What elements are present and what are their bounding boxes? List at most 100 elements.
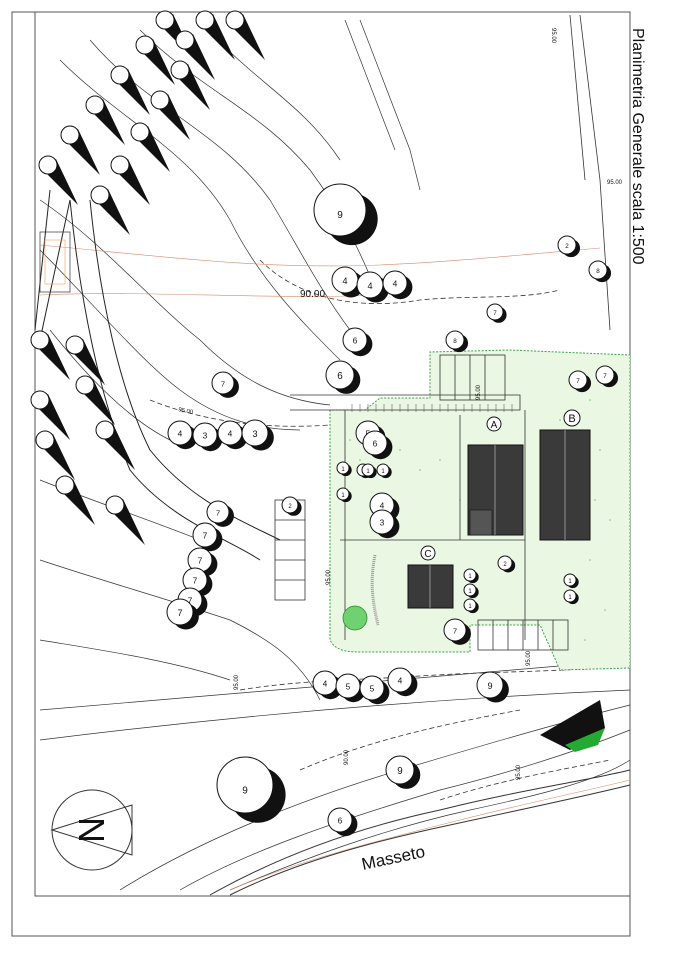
paved-areas — [274, 354, 569, 651]
building-marker-b: B — [563, 409, 581, 427]
tree: 1 — [463, 568, 479, 584]
tree-species-number: 7 — [177, 608, 182, 618]
tree-crown — [167, 420, 193, 446]
conifer-crown — [150, 90, 170, 110]
svg-text:C: C — [424, 549, 431, 560]
tree-species-number: 7 — [576, 378, 580, 385]
tree: 6 — [362, 430, 393, 460]
tree-crown — [325, 360, 355, 390]
tree-crown — [557, 235, 577, 255]
tree: 1 — [563, 589, 579, 605]
conifer-tree — [195, 10, 235, 60]
conifer-crown — [35, 430, 55, 450]
tree-species-number: 4 — [367, 281, 372, 291]
tree-crown — [568, 370, 588, 390]
tree: 3 — [192, 422, 223, 452]
tree: 1 — [336, 461, 352, 477]
tree-crown — [206, 500, 230, 524]
tree-species-number: 1 — [381, 469, 385, 475]
dashed-contours — [149, 259, 611, 801]
conifer-crown — [65, 335, 85, 355]
conifer-crown — [85, 95, 105, 115]
tree: 6 — [327, 807, 358, 837]
tree: 7 — [211, 371, 239, 398]
conifer-crown — [95, 420, 115, 440]
tree-species-number: 2 — [288, 504, 292, 510]
trees: 9444667434377777756432728874554969921111… — [166, 183, 619, 837]
tree-crown — [463, 598, 477, 612]
conifer-tree — [170, 60, 210, 110]
conifer-crown — [195, 10, 215, 30]
conifer-tree — [110, 155, 150, 205]
site-boundary — [569, 14, 611, 331]
conifer-crown — [175, 30, 195, 50]
conifer-crown — [110, 155, 130, 175]
conifer-tree — [175, 30, 215, 80]
tree-species-number: 1 — [468, 589, 472, 595]
building-c[interactable] — [407, 564, 454, 609]
tree-crown — [369, 509, 395, 535]
building-marker-c: C — [420, 545, 436, 561]
tree-species-number: 1 — [341, 493, 345, 499]
conifer-crown — [135, 35, 155, 55]
conifer-crown — [75, 375, 95, 395]
conifer-crown — [170, 60, 190, 80]
tree-species-number: 4 — [342, 276, 347, 286]
tree-species-number: 2 — [565, 243, 569, 250]
tree: 3 — [241, 419, 274, 451]
conifer-tree — [135, 35, 175, 85]
tree: 1 — [463, 583, 479, 599]
conifer-tree — [60, 125, 100, 175]
tree-crown — [595, 365, 615, 385]
tree-crown — [327, 807, 353, 833]
tree-species-number: 7 — [493, 311, 497, 317]
building-a[interactable] — [467, 444, 524, 536]
conifer-crown — [130, 122, 150, 142]
tree-crown — [588, 260, 608, 280]
conifer-tree — [65, 335, 105, 385]
tree: 7 — [443, 618, 471, 645]
tree-crown — [313, 183, 367, 237]
tree-crown — [192, 422, 218, 448]
tree: 4 — [356, 271, 389, 303]
tree: 1 — [361, 463, 377, 479]
tree-crown — [443, 618, 467, 642]
north-arrow: N — [50, 789, 133, 871]
conifer-crown — [30, 390, 50, 410]
tree-species-number: 9 — [487, 681, 492, 691]
hedge-green — [565, 728, 605, 752]
tree-crown — [336, 487, 350, 501]
tree: 7 — [166, 598, 199, 630]
conifer-crown — [105, 495, 125, 515]
tree: 2 — [497, 555, 516, 573]
tree-crown — [382, 270, 408, 296]
tree: 1 — [336, 487, 352, 503]
tree: 4 — [312, 670, 343, 700]
contour-label: 95.00 — [516, 764, 522, 780]
tree-crown — [336, 461, 350, 475]
contour-label: 90.00 — [344, 749, 350, 765]
conifer-crown — [60, 125, 80, 145]
conifer-crown — [225, 10, 245, 30]
tree-species-number: 7 — [198, 556, 203, 566]
conifer-tree — [90, 185, 130, 235]
tree-crown — [387, 667, 413, 693]
tree-species-number: 4 — [380, 501, 385, 511]
tree-crown — [281, 496, 299, 514]
tree: 7 — [486, 303, 507, 323]
building-b[interactable] — [539, 429, 591, 541]
tree-crown — [563, 589, 577, 603]
tree: 7 — [595, 365, 619, 388]
road-bridge-inner — [44, 239, 66, 285]
conifer-crown — [38, 155, 58, 175]
tree: 2 — [281, 496, 302, 516]
tree-species-number: 3 — [252, 429, 257, 439]
conifer-crown — [110, 65, 130, 85]
conifer-tree — [95, 420, 135, 470]
tree-species-number: 2 — [503, 562, 507, 568]
tree-species-number: 1 — [341, 467, 345, 473]
contour-label: 95.00 — [234, 674, 240, 690]
tree: 1 — [463, 598, 479, 614]
conifer-crown — [155, 10, 175, 30]
conifer-tree — [55, 475, 95, 525]
